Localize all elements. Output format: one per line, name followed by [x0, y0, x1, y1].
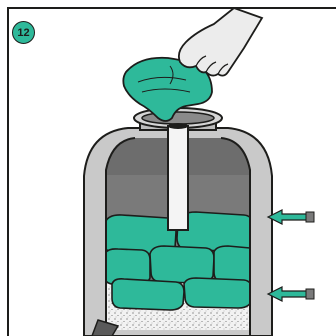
arrow-left-icon — [268, 287, 314, 301]
standpipe — [168, 126, 188, 230]
sandbag — [112, 279, 184, 310]
hand-icon — [179, 8, 262, 76]
sandbag — [150, 246, 214, 283]
sandbag — [184, 278, 252, 308]
arrow-left-icon — [268, 210, 314, 224]
standpipe-top — [168, 123, 188, 129]
